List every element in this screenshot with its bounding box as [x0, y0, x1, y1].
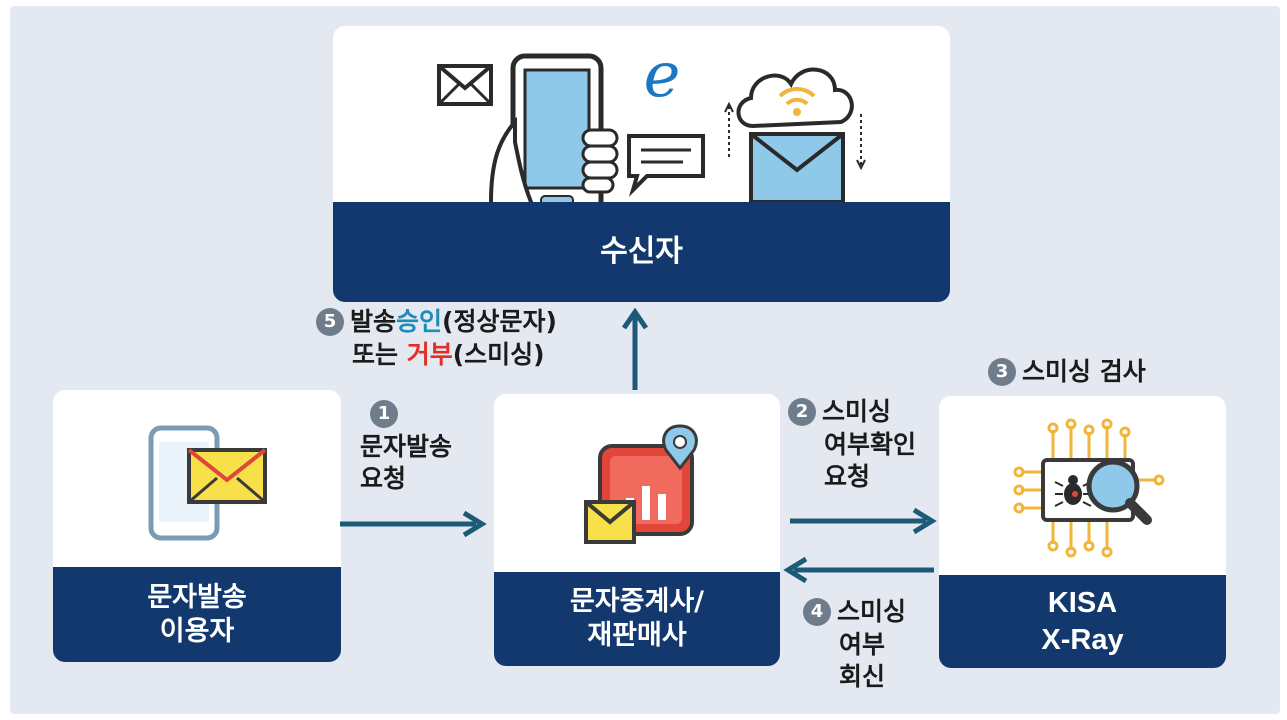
step-5-reject-prefix: 또는: [352, 339, 407, 369]
relay-label: 문자중계사/ 재판매사: [494, 572, 780, 666]
step-4-line-2: 여부: [839, 629, 886, 659]
step-5-reject-highlight: 거부: [406, 339, 453, 369]
svg-text:e: e: [644, 38, 681, 111]
phone-mail-icon: [148, 425, 267, 541]
step-2-line-1: 스미싱: [822, 397, 892, 426]
step-1-line-2: 요청: [360, 464, 407, 493]
step-2-line-3: 요청: [824, 462, 871, 491]
step-1-number: 1: [370, 400, 398, 428]
chat-bubble-icon: [627, 134, 705, 197]
step-3-number: 3: [988, 358, 1016, 386]
internet-explorer-icon: e: [644, 38, 681, 111]
step-4-number: 4: [803, 598, 831, 626]
step-5-number: 5: [316, 308, 344, 336]
receiver-label: 수신자: [333, 202, 950, 302]
step-3-label: 스미싱 검사: [1022, 357, 1146, 386]
step-2-number: 2: [788, 398, 816, 426]
cloud-wifi-icon: [724, 67, 866, 204]
messaging-stats-icon: [584, 424, 698, 544]
step-4-line-3: 회신: [839, 662, 886, 691]
step-5-approve-highlight: 승인: [396, 307, 443, 336]
sender-label: 문자발송 이용자: [53, 567, 341, 662]
relay-card: 문자중계사/ 재판매사: [494, 394, 780, 666]
arrow-kisa-to-relay: [783, 556, 934, 584]
arrow-sender-to-relay: [340, 510, 487, 538]
arrow-relay-to-receiver: [621, 307, 649, 390]
receiver-card: e 수신자: [333, 26, 950, 302]
step-1-text: 1 문자발송 요청: [360, 398, 452, 496]
circuit-bug-magnifier-icon: [1013, 418, 1165, 558]
step-4-line-1: 스미싱: [837, 597, 907, 626]
diagram-canvas: e 수신자 문자발송 이용자: [10, 6, 1280, 714]
step-5-approve-prefix: 발송: [350, 307, 397, 336]
step-1-line-1: 문자발송: [360, 431, 453, 461]
sender-card: 문자발송 이용자: [53, 390, 341, 662]
kisa-card: KISA X-Ray: [939, 396, 1226, 668]
step-5-reject-suffix: (스미싱): [452, 339, 545, 369]
step-2-line-2: 여부확인: [824, 429, 917, 459]
step-5-approve-suffix: (정상문자): [442, 307, 557, 336]
kisa-label: KISA X-Ray: [939, 575, 1226, 668]
envelope-icon: [437, 64, 493, 106]
arrow-relay-to-kisa: [790, 507, 937, 535]
smartphone-hand-icon: [488, 53, 619, 226]
